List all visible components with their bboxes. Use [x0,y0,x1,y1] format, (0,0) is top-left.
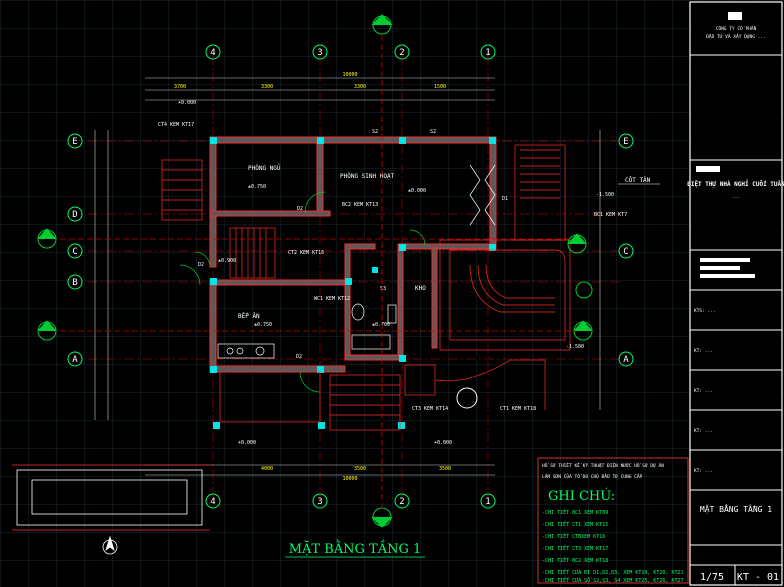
callout-ct1: CT1 KEM KT18 [500,406,536,412]
dim-bottom-total: 10000 [342,476,357,482]
grid-label-right-a: A [623,355,629,365]
site-inset [12,464,210,531]
level-top-left: +0.000 [178,100,196,106]
room-label-kitchen: BẾP ĂN [238,312,260,320]
note-item-3: -CHI TIẾT CTBXEM KT16 [542,532,605,540]
company-line-2: ĐẦU TƯ VÀ XÂY DỰNG ... [706,33,766,40]
grid-label-bottom-3: 3 [317,497,322,507]
north-arrow-icon [102,535,118,555]
level-stair: ±0.900 [218,258,236,264]
company-logo [728,12,742,20]
sheet-name: MẶT BẰNG TẦNG 1 [700,503,772,514]
note-item-6: -CHI TIẾT CỬA ĐI D1,D2,D3, XEM KT19, KT2… [542,568,683,576]
door-tag-4: D2 [296,354,302,360]
notes-box: HỒ SƠ THIẾT KẾ KỸ THUẬT ĐIỆN NƯỚC HỒ SƠ … [537,457,689,584]
designer-row-4: KT: ... [694,428,713,434]
drawing-title: MẶT BẰNG TẦNG 1 [289,539,422,557]
notes-intro-2: LÂM SƠN CỦA TỔ DO CHỦ ĐẦU TƯ CUNG CẤP [542,472,643,480]
callout-wc1: WC1 KEM KT12 [314,296,350,302]
fixtures [217,164,496,359]
dim-top-2: 3300 [261,84,273,90]
level-porch: -1.500 [596,192,614,198]
project-line-1: BIỆT THỰ NHÀ NGHỈ CUỐI TUẦN [687,180,784,188]
designer-row-1: KTS: ... [694,308,716,314]
note-item-2: -CHI TIẾT CT1 XEM KT15 [542,520,608,528]
grid-label-left-d: D [72,210,77,220]
grid-label-bottom-4: 4 [210,497,215,507]
floor-plan: 4 3 2 1 4 3 2 1 E D C B A E C A [12,14,660,558]
door-tag-1: D2 [297,206,303,212]
note-item-7: -CHI TIẾT CỬA SỔ S2,S3, S4 XEM KT25, KT2… [542,576,683,584]
grid-label-left-a: A [72,355,78,365]
level-bottom-right: +0.000 [434,440,452,446]
callout-ct2: CT2 KEM KT16 [288,250,324,256]
designer-row-2: KT: ... [694,348,713,354]
window-tag-2: S3 [380,286,386,292]
walls [209,136,497,373]
room-label-storage: KHO [415,285,426,292]
grid-label-top-2: 2 [399,48,404,58]
section-markers [37,14,593,528]
room-label-living: PHÒNG SINH HOẠT [340,173,395,180]
section-label: CÔT TÂN [625,177,651,184]
door-tag-3: D1 [502,196,508,202]
grid-label-top-1: 1 [485,48,490,58]
callout-ct3: CT3 KEM KT14 [412,406,448,412]
level-living: ±0.000 [408,188,426,194]
grid-label-left-b: B [72,278,77,288]
dim-top-3: 3300 [354,84,366,90]
sheet-scale: 1/75 [700,572,724,583]
level-kitchen: ±0.750 [254,322,272,328]
title-block: CÔNG TY CỔ PHẦN ĐẦU TƯ VÀ XÂY DỰNG ... B… [687,1,784,586]
note-item-1: -CHI TIẾT BC1 XEM KT09 [542,508,608,516]
notes-intro-1: HỒ SƠ THIẾT KẾ KỸ THUẬT ĐIỆN NƯỚC HỒ SƠ … [542,461,664,469]
door-tag-2: D2 [198,262,204,268]
grid-label-left-c: C [72,247,77,257]
stairs [161,144,571,431]
designer-row-3: KT: ... [694,388,713,394]
sheet-code: KT - 01 [737,572,779,583]
dim-bottom-1: 4000 [261,466,273,472]
window-tag-1: S2 [372,129,378,135]
grid-label-bottom-1: 1 [485,497,490,507]
designer-row-5: KT: ... [694,468,713,474]
window-tag-3: S2 [430,129,436,135]
level-bedroom: ±0.750 [248,184,266,190]
grid-label-top-3: 3 [317,48,322,58]
grid-label-top-4: 4 [210,48,215,58]
grid-label-left-e: E [72,137,77,147]
grid-bubbles [67,44,634,509]
level-pool: -1.500 [566,344,584,350]
level-wc: ±0.700 [372,322,390,328]
dim-bottom-2: 3500 [354,466,366,472]
grid-label-bottom-2: 2 [399,497,404,507]
callout-bc2: BC2 KEM KT13 [342,202,378,208]
project-line-2: ... [732,195,740,200]
callout-bc1: BC1 KEM KT7 [594,212,627,218]
dim-top-total: 10000 [342,72,357,78]
dim-bottom-3: 3500 [439,466,451,472]
dim-top-4: 1500 [434,84,446,90]
doors [179,191,426,393]
notes-heading: GHI CHÚ: [548,487,615,504]
note-item-5: -CHI TIẾT BC2 XEM KT18 [542,556,608,564]
grid-label-right-c: C [623,247,628,257]
columns [210,137,496,429]
dim-top-1: 3700 [174,84,186,90]
grid-label-right-e: E [623,137,628,147]
level-bottom-left: +0.000 [238,440,256,446]
callout-ct4: CT4 KEM KT17 [158,122,194,128]
room-label-bedroom: PHÒNG NGỦ [248,164,281,172]
company-line-1: CÔNG TY CỔ PHẦN [716,25,757,32]
note-item-4: -CHI TIẾT CT3 XEM KT17 [542,544,608,552]
